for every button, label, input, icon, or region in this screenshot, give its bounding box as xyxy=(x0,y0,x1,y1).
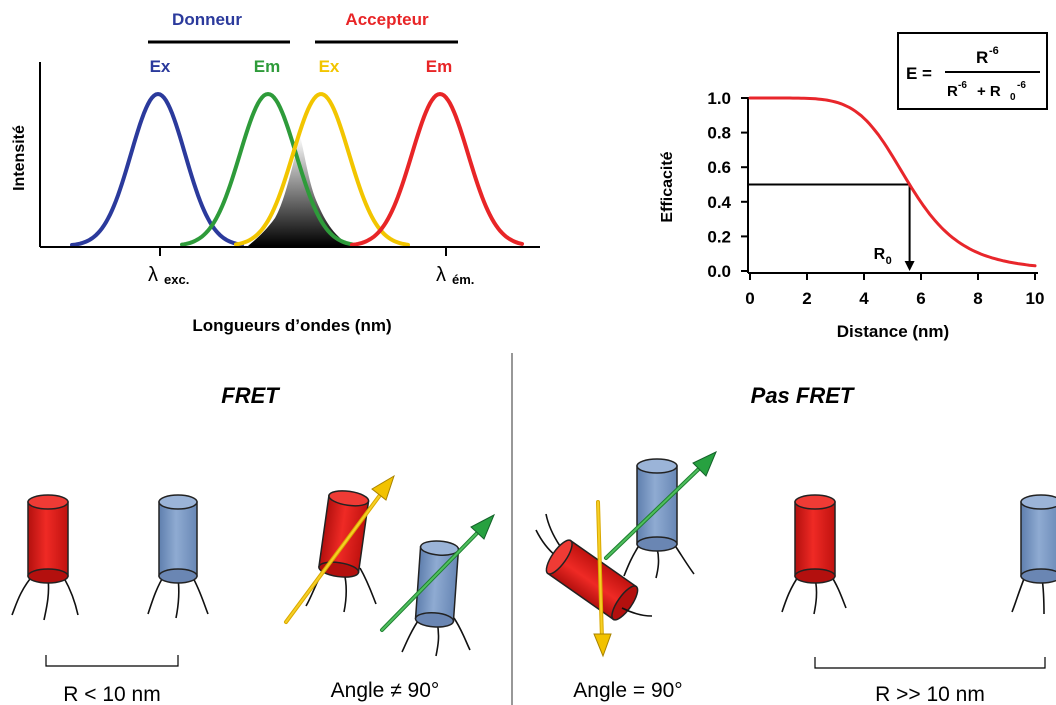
lambda-em-subscript: ém. xyxy=(452,272,474,287)
acceptor-em-label: Em xyxy=(426,57,452,76)
donor-excitation-curve xyxy=(70,91,244,247)
yellow-dipole-arrow-parallel xyxy=(284,474,395,624)
formula-denominator-plus: + R xyxy=(977,83,1001,100)
efficiency-panel: E = R -6 R -6 + R 0 -6 1.0 0.8 0.6 0.4 0.2 0.… xyxy=(659,32,1048,341)
efficiency-y-tick-label: 0.2 xyxy=(707,227,731,246)
efficiency-y-label: Efficacité xyxy=(659,151,676,222)
spectra-y-label: Intensité xyxy=(11,125,28,191)
r0-label: R xyxy=(874,246,886,263)
short-distance-label: R < 10 nm xyxy=(63,683,160,705)
spectra-panel: Donneur Accepteur Ex Em Ex Em Intensité … xyxy=(11,10,540,335)
lambda-em-symbol: λ xyxy=(436,264,446,286)
formula-numerator-exponent: -6 xyxy=(989,45,999,57)
efficiency-y-tick-label: 0.6 xyxy=(707,158,731,177)
lambda-exc-subscript: exc. xyxy=(164,272,189,287)
efficiency-x-tick-label: 8 xyxy=(973,289,982,308)
fret-title: FRET xyxy=(221,383,280,408)
green-dipole-arrow-perpendicular xyxy=(604,450,717,560)
acceptor-emission-curve xyxy=(350,91,524,247)
formula-denominator-r: R xyxy=(947,83,958,100)
efficiency-y-tick-label: 1.0 xyxy=(707,89,731,108)
acceptor-fluorophore-near xyxy=(147,494,209,619)
efficiency-x-ticks: 0 2 4 6 8 10 xyxy=(745,273,1044,308)
acceptor-fluorophore-far xyxy=(1011,494,1056,615)
long-distance-label: R >> 10 nm xyxy=(875,683,985,705)
angle-90-label: Angle = 90° xyxy=(573,679,682,702)
r0-label-subscript: 0 xyxy=(886,255,892,267)
efficiency-curve xyxy=(748,96,1037,268)
donor-fluorophore-perpendicular xyxy=(535,513,653,621)
donor-fluorophore-far xyxy=(781,494,847,615)
efficiency-x-label: Distance (nm) xyxy=(837,322,949,341)
angle-not-90-label: Angle ≠ 90° xyxy=(331,679,440,702)
donor-emission-curve xyxy=(180,91,354,247)
acceptor-header: Accepteur xyxy=(345,10,429,29)
spectral-overlap xyxy=(248,136,352,246)
lambda-exc-symbol: λ xyxy=(148,264,158,286)
formula-lhs: E = xyxy=(906,64,932,83)
formula-denominator-exp1: -6 xyxy=(958,80,967,91)
fret-panel: FRET R < 10 nm xyxy=(11,383,495,705)
efficiency-x-tick-label: 0 xyxy=(745,289,754,308)
r0-arrowhead xyxy=(904,261,915,271)
acceptor-fluorophore-perpendicular xyxy=(623,458,695,579)
efficiency-y-tick-label: 0.8 xyxy=(707,124,731,143)
donor-ex-label: Ex xyxy=(150,57,171,76)
long-distance-bracket xyxy=(814,657,1046,669)
efficiency-y-tick-label: 0.4 xyxy=(707,193,731,212)
yellow-dipole-arrow-perpendicular xyxy=(593,500,612,658)
efficiency-x-tick-label: 6 xyxy=(916,289,925,308)
efficiency-y-ticks: 1.0 0.8 0.6 0.4 0.2 0.0 xyxy=(707,89,748,281)
efficiency-x-tick-label: 10 xyxy=(1026,289,1045,308)
donor-fluorophore-near xyxy=(11,494,79,621)
green-dipole-arrow-parallel xyxy=(380,513,495,632)
formula-numerator-base: R xyxy=(976,48,988,67)
no-fret-panel: Pas FRET Angle = 90° xyxy=(535,383,1056,705)
efficiency-x-tick-label: 4 xyxy=(859,289,869,308)
spectra-x-label: Longueurs d’ondes (nm) xyxy=(192,316,391,335)
r0-guide-lines xyxy=(748,183,911,263)
donor-header: Donneur xyxy=(172,10,242,29)
efficiency-y-tick-label: 0.0 xyxy=(707,262,731,281)
formula-denominator-sub: 0 xyxy=(1010,92,1016,103)
no-fret-title: Pas FRET xyxy=(751,383,855,408)
efficiency-x-tick-label: 2 xyxy=(802,289,811,308)
formula-denominator-exp2: -6 xyxy=(1017,80,1026,91)
acceptor-ex-label: Ex xyxy=(319,57,340,76)
short-distance-bracket xyxy=(45,655,179,667)
donor-em-label: Em xyxy=(254,57,280,76)
